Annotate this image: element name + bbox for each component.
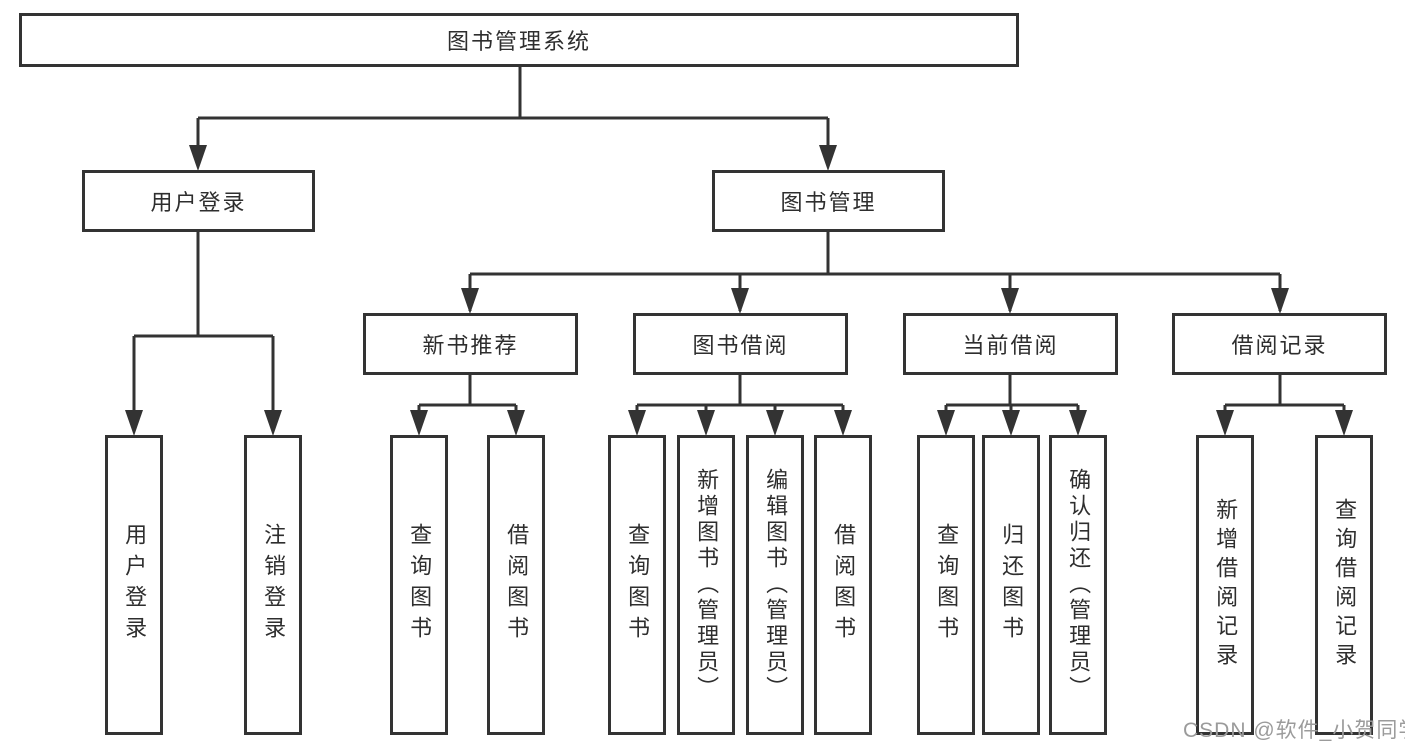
node-label: 图书管理系统 [446, 29, 591, 54]
node-borrow-records: 借阅记录 [1172, 313, 1387, 375]
arrow-down-icon [766, 410, 784, 436]
arrow-down-icon [1069, 410, 1087, 436]
arrow-down-icon [1001, 288, 1019, 314]
arrow-down-icon [1271, 288, 1289, 314]
leaf-label: 查询图书 [934, 523, 960, 647]
node-user-login: 用户登录 [82, 170, 315, 232]
node-book-management: 图书管理 [712, 170, 945, 232]
leaf-label: 借阅图书 [504, 523, 530, 647]
arrow-down-icon [731, 288, 749, 314]
arrow-down-icon [1002, 410, 1020, 436]
arrow-down-icon [819, 145, 837, 171]
leaf-confirm-return-admin: 确认归还（管理员） [1049, 435, 1107, 735]
node-label: 用户登录 [150, 190, 247, 215]
node-label: 图书借阅 [692, 333, 789, 358]
node-new-book-recommend: 新书推荐 [363, 313, 578, 375]
leaf-query-borrow-record: 查询借阅记录 [1315, 435, 1373, 735]
leaf-label: 借阅图书 [831, 523, 857, 647]
arrow-down-icon [264, 410, 282, 436]
leaf-query-books-current: 查询图书 [917, 435, 975, 735]
leaf-label: 查询借阅记录 [1332, 498, 1358, 672]
leaf-label: 查询图书 [407, 523, 433, 647]
leaf-label: 确认归还（管理员） [1066, 468, 1092, 702]
arrow-down-icon [697, 410, 715, 436]
leaf-label: 编辑图书（管理员） [763, 468, 789, 702]
leaf-label: 注销登录 [261, 523, 287, 647]
csdn-watermark: CSDN @软件_小贺同学 [1183, 719, 1405, 742]
node-label: 当前借阅 [962, 333, 1059, 358]
arrow-down-icon [628, 410, 646, 436]
arrow-down-icon [189, 145, 207, 171]
leaf-add-borrow-record: 新增借阅记录 [1196, 435, 1254, 735]
connector-path [132, 67, 1346, 431]
arrow-down-icon [937, 410, 955, 436]
arrow-down-icon [410, 410, 428, 436]
leaf-label: 新增借阅记录 [1213, 498, 1239, 672]
leaf-label: 查询图书 [625, 523, 651, 647]
arrow-down-icon [1216, 410, 1234, 436]
arrow-down-icon [507, 410, 525, 436]
arrowhead-icons [125, 145, 1353, 436]
leaf-label: 归还图书 [999, 523, 1025, 647]
node-current-borrow: 当前借阅 [903, 313, 1118, 375]
node-library-management-system: 图书管理系统 [19, 13, 1019, 67]
leaf-query-books-borrow: 查询图书 [608, 435, 666, 735]
node-book-borrow: 图书借阅 [633, 313, 848, 375]
arrow-down-icon [1335, 410, 1353, 436]
leaf-label: 新增图书（管理员） [694, 468, 720, 702]
leaf-edit-books-admin: 编辑图书（管理员） [746, 435, 804, 735]
leaf-borrow-books: 借阅图书 [814, 435, 872, 735]
leaf-user-login: 用户登录 [105, 435, 163, 735]
node-label: 图书管理 [780, 190, 877, 215]
arrow-down-icon [834, 410, 852, 436]
leaf-label: 用户登录 [122, 523, 148, 647]
node-label: 借阅记录 [1231, 333, 1328, 358]
arrow-down-icon [461, 288, 479, 314]
arrow-down-icon [125, 410, 143, 436]
leaf-query-books-recommend: 查询图书 [390, 435, 448, 735]
node-label: 新书推荐 [422, 333, 519, 358]
leaf-return-books: 归还图书 [982, 435, 1040, 735]
leaf-borrow-books-recommend: 借阅图书 [487, 435, 545, 735]
leaf-add-books-admin: 新增图书（管理员） [677, 435, 735, 735]
leaf-logout: 注销登录 [244, 435, 302, 735]
